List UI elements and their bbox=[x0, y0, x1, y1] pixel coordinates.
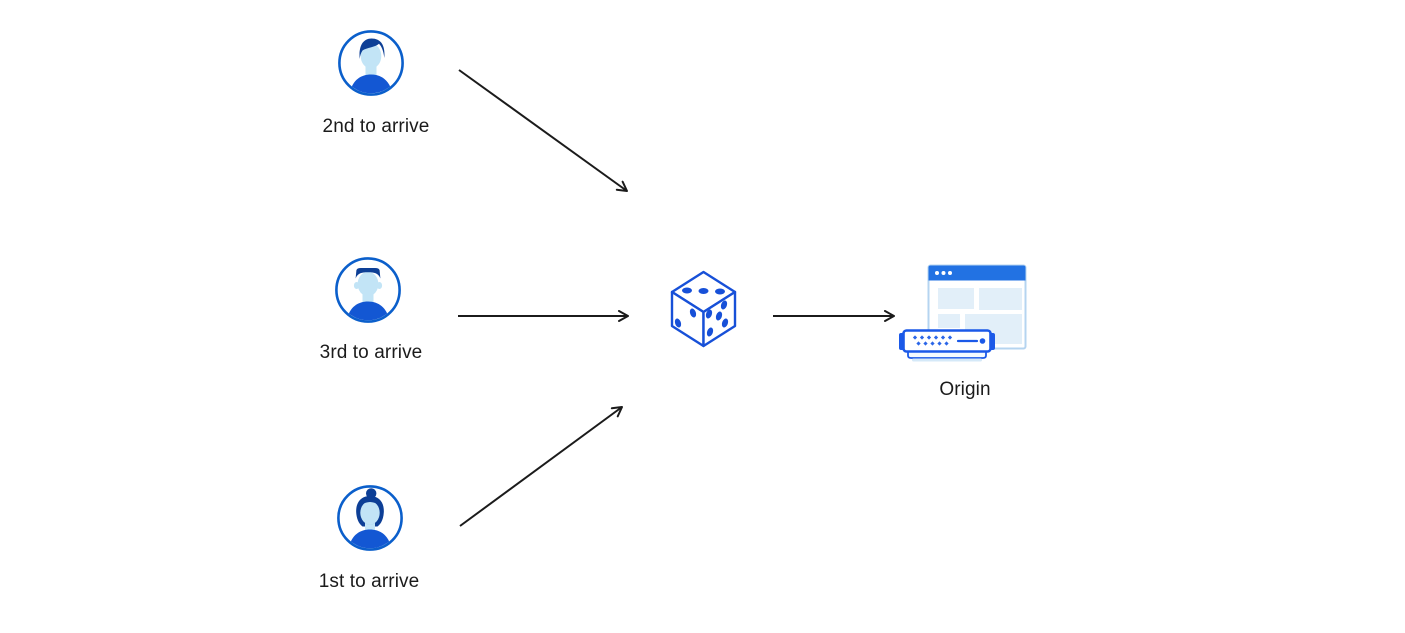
arrow-client-2nd-to-dice bbox=[458, 69, 628, 192]
man-swept-hair-avatar-icon bbox=[338, 30, 404, 96]
dice-icon bbox=[670, 270, 737, 348]
woman-bun-avatar-icon bbox=[337, 485, 403, 551]
dice-pips bbox=[674, 287, 729, 337]
arrow-client-1st-to-dice bbox=[459, 406, 623, 527]
rack-server-icon bbox=[899, 329, 995, 362]
man-flat-top-avatar-icon bbox=[335, 257, 401, 323]
browser-window-icon bbox=[927, 264, 1027, 350]
client-label-2nd: 2nd to arrive bbox=[322, 116, 430, 137]
origin-label: Origin bbox=[939, 379, 991, 400]
origin-server-icon bbox=[899, 264, 1027, 362]
client-label-1st: 1st to arrive bbox=[318, 571, 420, 592]
client-label-3rd: 3rd to arrive bbox=[319, 342, 423, 363]
